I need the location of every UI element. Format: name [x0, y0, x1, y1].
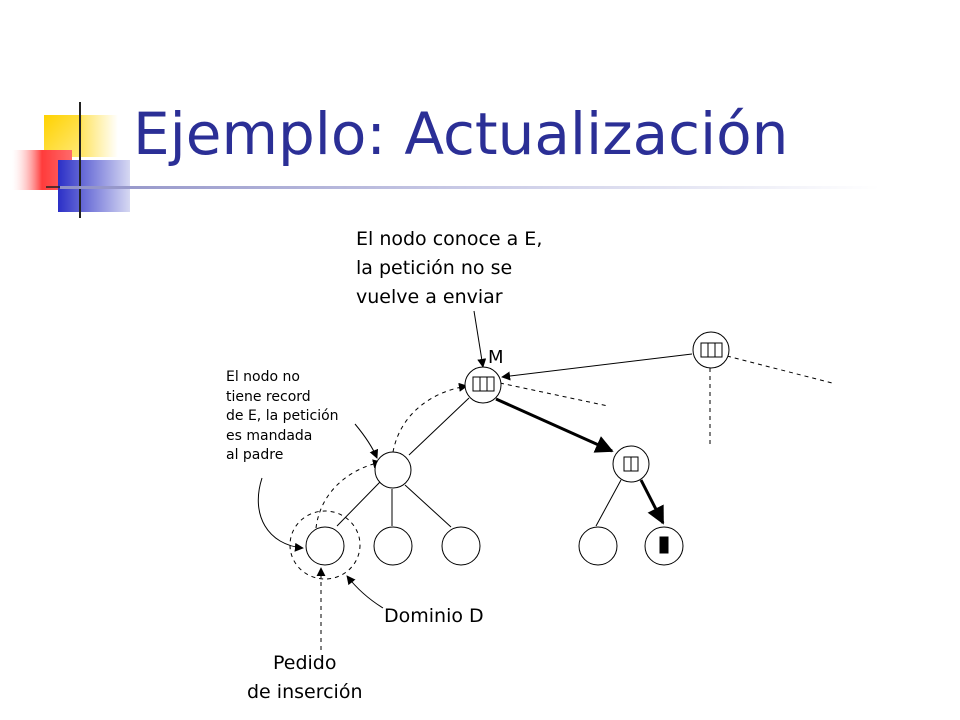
annotation-forward: El nodo no tiene record de E, la petició… — [226, 369, 339, 463]
slide-title: Ejemplo: Actualización — [133, 100, 789, 168]
arrow-to-top-node — [501, 353, 693, 381]
node-leaf-3 — [441, 526, 481, 566]
title-divider — [60, 186, 880, 189]
edge-right-child — [595, 479, 622, 527]
tree-nodes — [305, 331, 730, 566]
record-boxes — [472, 342, 723, 554]
annotation-arrows — [257, 310, 693, 609]
arrow-note-to-left — [257, 477, 304, 552]
edge-m-mid — [408, 397, 470, 456]
node-label-m: M — [488, 347, 504, 368]
edge-mid-right — [404, 484, 452, 528]
annotation-known: El nodo conoce a E, la petición no se vu… — [356, 228, 543, 308]
path-mid-to-m — [392, 382, 468, 453]
node-leaf-4 — [578, 526, 618, 566]
record-top-right — [700, 342, 723, 358]
logo-yellow-glow — [82, 115, 118, 157]
node-mid — [374, 451, 412, 489]
arrow-note-to-m — [473, 310, 487, 368]
edge-top-right — [726, 355, 833, 384]
edge-right-target — [639, 479, 665, 525]
edge-m-right — [495, 397, 614, 453]
node-leaf-2 — [373, 526, 413, 566]
tree-edges — [336, 397, 665, 528]
node-leaf-1 — [305, 526, 345, 566]
edge-mid-left — [336, 481, 381, 527]
insertion-label: Pedido de inserción — [247, 652, 363, 703]
domain-label: Dominio D — [384, 605, 484, 627]
record-target — [659, 536, 669, 554]
edge-m-dashed-right — [499, 382, 609, 407]
arrow-dominio — [346, 575, 384, 609]
domain-circle — [289, 510, 361, 580]
record-m — [472, 376, 495, 392]
arrow-note-to-mid — [354, 423, 379, 459]
dashed-edges — [289, 355, 833, 650]
path-left-to-mid — [315, 459, 382, 529]
